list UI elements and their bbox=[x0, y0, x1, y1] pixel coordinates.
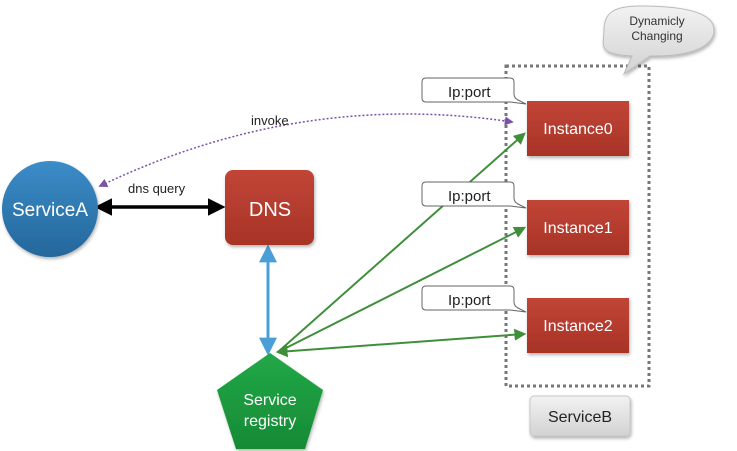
ip-port-label-2: Ip:port bbox=[448, 292, 491, 309]
service-a-label: ServiceA bbox=[12, 200, 88, 221]
service-b-label: ServiceB bbox=[548, 409, 612, 426]
ip-port-label-1: Ip:port bbox=[448, 188, 491, 205]
bubble-text-line1: Dynamicly bbox=[629, 14, 684, 28]
service-a-node: ServiceA bbox=[2, 161, 98, 257]
dynamically-changing-bubble bbox=[602, 5, 715, 76]
instance1-node: Instance1 bbox=[527, 200, 629, 255]
ip-port-callout-0: Ip:port bbox=[421, 77, 527, 105]
instance2-node: Instance2 bbox=[527, 298, 629, 353]
service-b-label-box: ServiceB bbox=[529, 395, 631, 437]
service-b-boundary bbox=[504, 64, 651, 388]
ip-port-callout-2: Ip:port bbox=[421, 285, 527, 313]
service-registry-node: Service registry bbox=[217, 353, 323, 449]
service-registry-label-line1: Service bbox=[243, 392, 296, 409]
instance2-label: Instance2 bbox=[543, 318, 612, 335]
instance0-label: Instance0 bbox=[543, 121, 612, 138]
ip-port-label-0: Ip:port bbox=[448, 84, 491, 101]
dns-node: DNS bbox=[225, 170, 314, 245]
registry-instance2-arrow bbox=[275, 328, 527, 358]
dns-query-label: dns query bbox=[128, 181, 186, 196]
dns-label: DNS bbox=[249, 199, 291, 221]
invoke-arrow bbox=[98, 113, 514, 187]
bubble-text-line2: Changing bbox=[631, 29, 682, 43]
registry-instance0-arrow bbox=[277, 132, 526, 353]
instance1-label: Instance1 bbox=[543, 220, 612, 237]
invoke-label: invoke bbox=[251, 113, 289, 128]
ip-port-callout-1: Ip:port bbox=[421, 181, 527, 209]
instance0-node: Instance0 bbox=[527, 101, 629, 156]
service-registry-label-line2: registry bbox=[244, 413, 296, 430]
